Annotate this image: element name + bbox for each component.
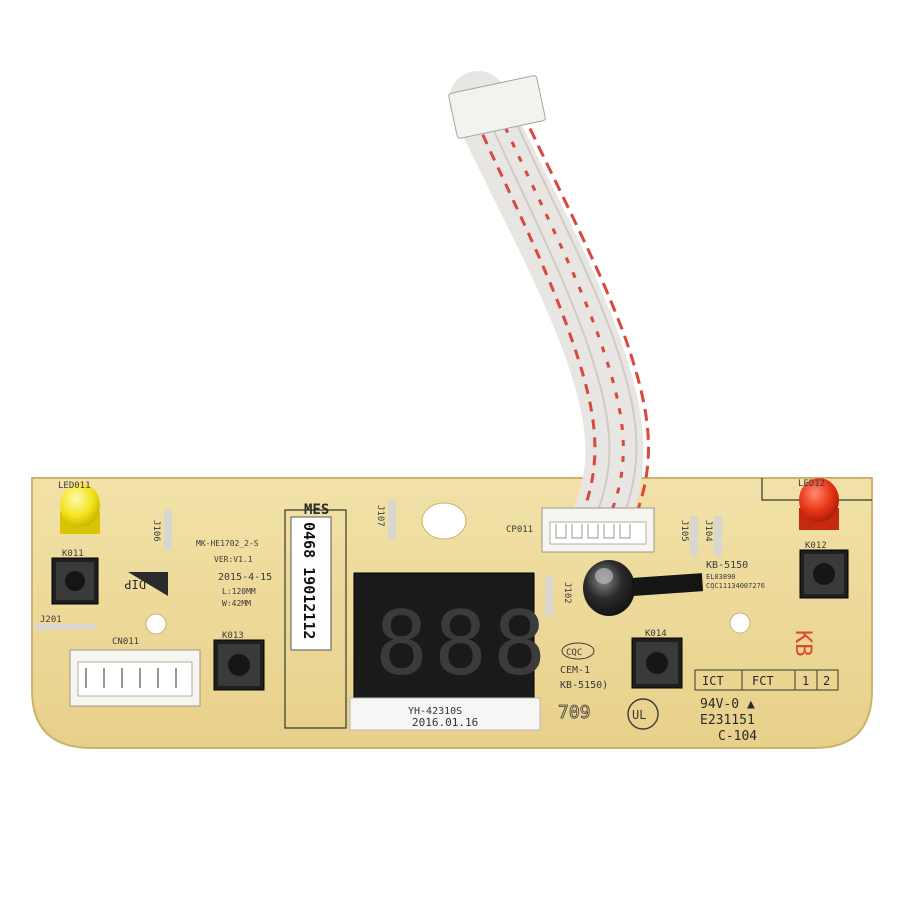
display-label-date: 2016.01.16 <box>412 716 478 729</box>
tactile-button-k011 <box>51 557 99 605</box>
kb5150-bottom-label: KB-5150) <box>560 680 608 691</box>
cert-a-label: EL03890 <box>706 573 736 581</box>
dip-logo-mark <box>128 572 168 596</box>
jumper-j104 <box>714 516 722 556</box>
led-yellow <box>60 483 100 534</box>
mounting-hole <box>421 502 467 540</box>
display-digits: 888 <box>375 592 552 695</box>
j102-label: J102 <box>562 582 572 604</box>
kb-logo: KB <box>790 630 815 657</box>
k012-label: K012 <box>805 541 827 551</box>
e-number-label: E231151 <box>700 713 755 728</box>
j201-label: J201 <box>40 615 62 625</box>
cqc-label: CQC <box>566 648 582 658</box>
ul-logo-text: UL <box>632 708 646 722</box>
led-red <box>799 478 839 530</box>
tactile-button-k014 <box>631 637 683 689</box>
connector-cp011 <box>541 507 655 553</box>
j104-label: J104 <box>703 520 713 542</box>
j107-label: J107 <box>375 505 385 527</box>
cell-2: 2 <box>823 674 830 688</box>
seven-segment-display: 888 YH-42310S 2016.01.16 <box>349 572 552 731</box>
width-label: W:42MM <box>222 599 251 608</box>
mes-sticker: 0468 19012112 <box>284 509 347 729</box>
mounting-hole <box>729 612 751 634</box>
jumper-j106 <box>164 510 172 550</box>
ict-label: ICT <box>702 674 724 688</box>
c104-label: C-104 <box>718 729 757 744</box>
jumper-j107 <box>388 500 396 540</box>
j106-label: J106 <box>151 520 161 542</box>
capacitor <box>583 560 704 616</box>
k014-label: K014 <box>645 629 667 639</box>
kb5150-top-label: KB-5150 <box>706 560 748 571</box>
cem-label: CEM-1 <box>560 665 590 676</box>
sticker-code: 0468 19012112 <box>300 522 318 639</box>
cable-end-connector <box>448 75 546 139</box>
tactile-button-k013 <box>213 639 265 691</box>
j105-label: J105 <box>679 520 689 542</box>
ribbon-cable <box>449 71 650 549</box>
led-left-label: LED011 <box>58 481 91 491</box>
date-label: 2015-4-15 <box>218 572 272 583</box>
length-label: L:120MM <box>222 587 256 596</box>
display-label-top: YH-42310S <box>408 706 462 717</box>
cert-b-label: CQC11134007276 <box>706 582 765 590</box>
k013-label: K013 <box>222 631 244 641</box>
dip-label: DIP <box>124 577 146 591</box>
jumper-j105 <box>690 516 698 556</box>
tactile-button-k012 <box>799 549 849 599</box>
model-label: MK-HE1702_2-S <box>196 539 259 548</box>
led-right-label: LED12 <box>798 479 825 489</box>
mark-709: 709 <box>558 702 591 723</box>
rating-label: 94V-0 ▲ <box>700 697 755 712</box>
jumper-j102 <box>545 576 553 616</box>
cell-1: 1 <box>802 674 809 688</box>
mes-label: MES <box>304 502 329 518</box>
connector-cn011 <box>69 649 201 707</box>
version-label: VER:V1.1 <box>214 555 253 564</box>
test-table: ICT FCT 1 2 <box>694 669 839 691</box>
k011-label: K011 <box>62 549 84 559</box>
cp011-label: CP011 <box>506 525 533 535</box>
jumper-j201 <box>35 624 95 630</box>
cqc-oval <box>561 642 595 660</box>
fct-label: FCT <box>752 674 774 688</box>
cn011-label: CN011 <box>112 637 139 647</box>
ul-logo <box>627 698 659 730</box>
mounting-hole <box>145 613 167 635</box>
